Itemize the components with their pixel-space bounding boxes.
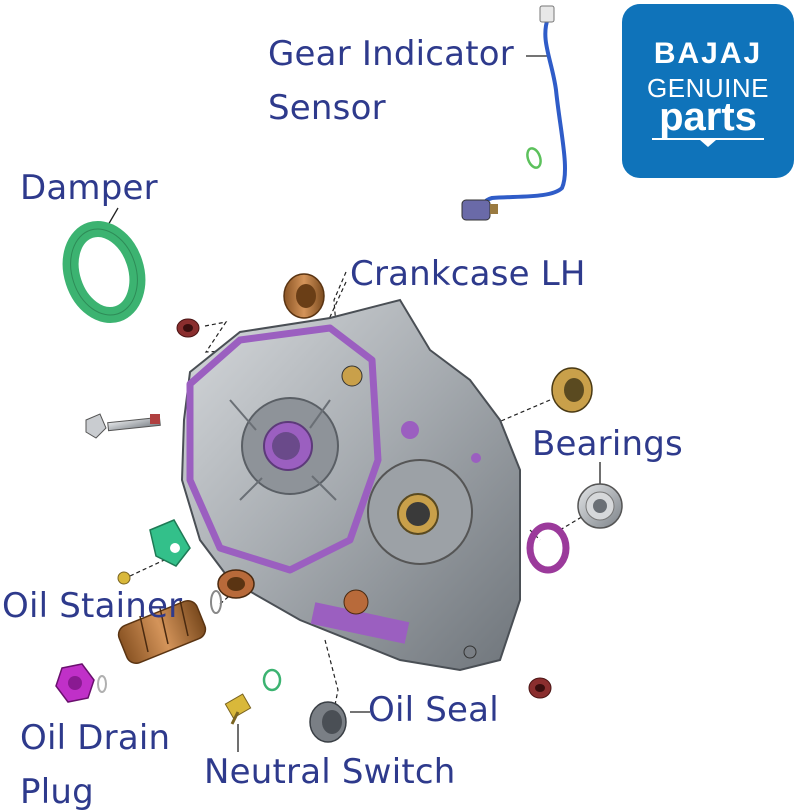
logo-underline xyxy=(652,138,764,140)
oil-strainer xyxy=(117,590,222,665)
bearing-ball xyxy=(577,483,623,529)
label-oil-seal: Oil Seal xyxy=(368,690,499,730)
label-neutral-switch: Neutral Switch xyxy=(204,752,456,792)
logo-tick xyxy=(700,140,716,147)
label-plug: Plug xyxy=(20,772,94,812)
bearing-needle xyxy=(551,367,593,413)
logo-genuine: GENUINE xyxy=(647,73,769,103)
logo-brand: BAJAJ xyxy=(653,37,763,70)
dash-crankcase-1 xyxy=(333,271,347,327)
label-bearings: Bearings xyxy=(532,424,683,464)
oil-seal-lower xyxy=(309,701,347,743)
label-oil-stainer: Oil Stainer xyxy=(2,586,183,626)
gear-indicator-sensor xyxy=(461,5,568,221)
long-bolt xyxy=(85,413,161,439)
label-oil-drain: Oil Drain xyxy=(20,718,171,758)
bajaj-genuine-parts-logo: BAJAJ GENUINE parts xyxy=(622,4,794,178)
oil-seal-right xyxy=(526,522,570,574)
label-gear-indicator: Gear Indicator xyxy=(268,34,514,74)
oil-drain-plug xyxy=(55,663,107,703)
dash-oil-seal xyxy=(324,639,339,711)
oil-stainer-cover xyxy=(149,519,191,567)
small-bush-right xyxy=(528,677,552,699)
logo-parts: parts xyxy=(659,95,757,139)
small-bush-left xyxy=(176,318,200,338)
small-screw xyxy=(117,571,131,585)
label-damper: Damper xyxy=(20,168,158,208)
label-crankcase-lh: Crankcase LH xyxy=(350,254,586,294)
crankcase-bush xyxy=(283,273,325,319)
label-sensor: Sensor xyxy=(268,88,386,128)
crankcase-lh-body xyxy=(180,298,521,672)
neutral-switch xyxy=(224,668,282,725)
dash-bush-left xyxy=(204,321,241,353)
damper-ring xyxy=(62,221,146,323)
